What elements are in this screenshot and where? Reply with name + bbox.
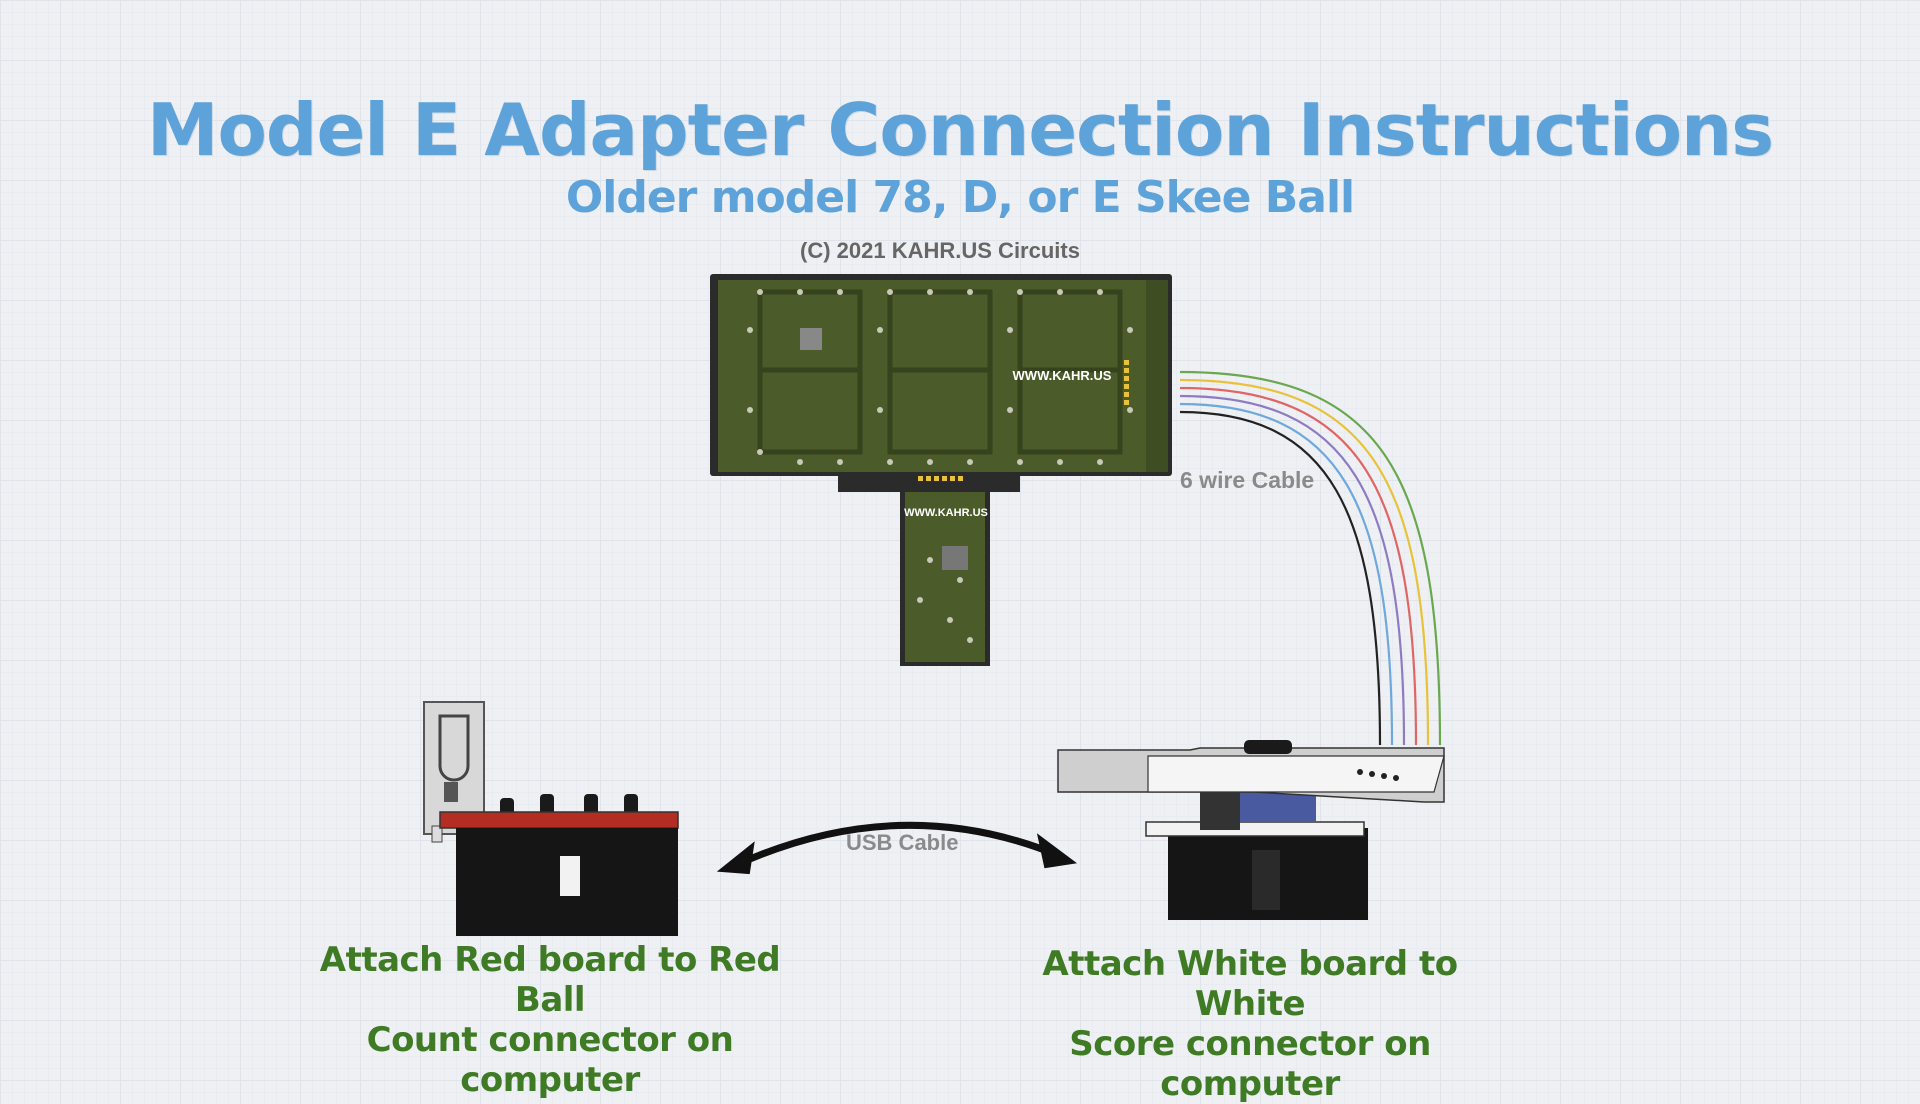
wire-blue — [1179, 402, 1394, 746]
six-wire-cable — [1179, 370, 1442, 746]
diagram-canvas: WWW.KAHR.US WWW.KAHR.US — [423, 274, 1445, 936]
wire-green — [1179, 370, 1442, 746]
white-board-caption-line2: Score connector on computer — [1069, 1024, 1431, 1104]
white-board-assembly — [1057, 740, 1445, 920]
adapter-pcb: WWW.KAHR.US WWW.KAHR.US — [710, 274, 1172, 666]
red-board-caption: Attach Red board to Red Ball Count conne… — [300, 940, 800, 1100]
six-wire-cable-label: 6 wire Cable — [1180, 467, 1315, 493]
wire-purple — [1179, 394, 1406, 746]
white-board-caption: Attach White board to White Score connec… — [1010, 944, 1490, 1104]
red-board-caption-line2: Count connector on computer — [366, 1020, 734, 1100]
page-subtitle: Older model 78, D, or E Skee Ball — [565, 172, 1355, 223]
wire-yellow — [1179, 378, 1430, 746]
pcb-label: WWW.KAHR.US — [1013, 368, 1112, 383]
page-title: Model E Adapter Connection Instructions — [146, 88, 1774, 172]
usb-cable-label: USB Cable — [846, 830, 959, 855]
wire-red — [1179, 386, 1418, 746]
red-board-caption-line1: Attach Red board to Red Ball — [319, 940, 781, 1020]
red-board-assembly — [423, 701, 679, 936]
white-board-caption-line1: Attach White board to White — [1042, 944, 1458, 1024]
copyright-notice: (C) 2021 KAHR.US Circuits — [800, 238, 1080, 263]
usb-cable-arrow — [716, 821, 1078, 875]
pcb-tab-label: WWW.KAHR.US — [904, 507, 988, 519]
wire-black — [1179, 410, 1382, 746]
